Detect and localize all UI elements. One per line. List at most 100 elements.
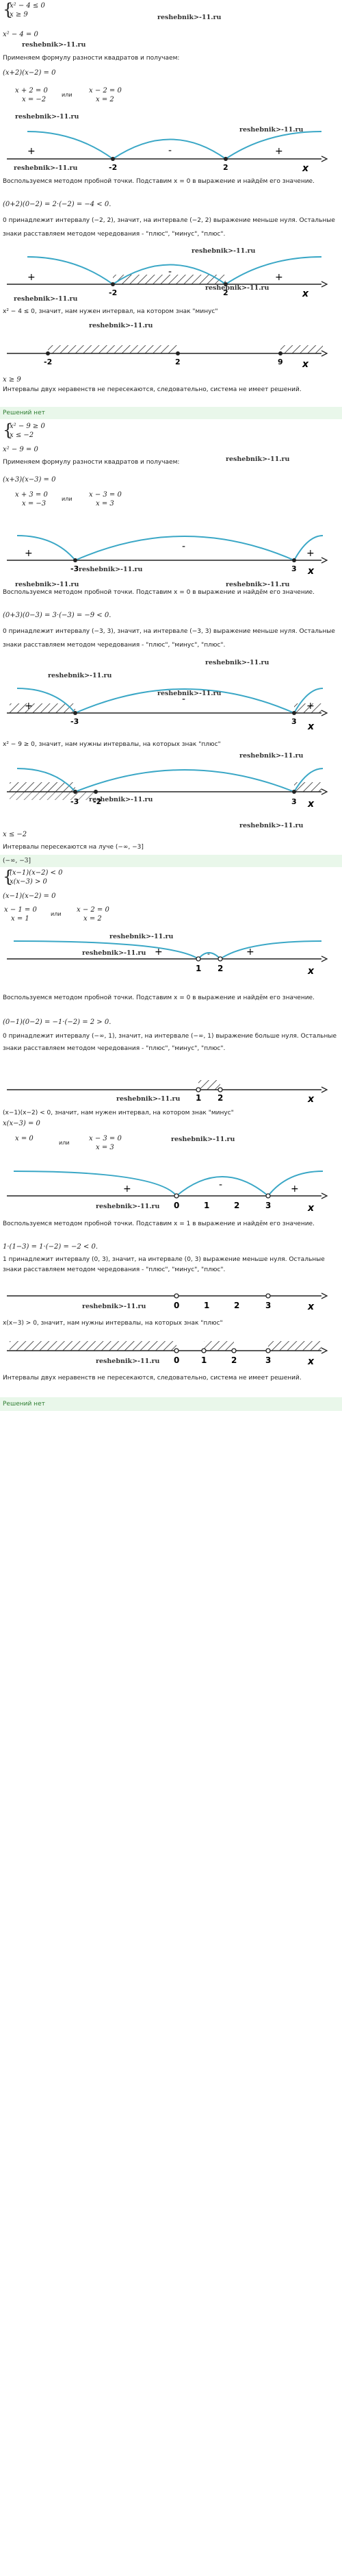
tick-label: -2 — [93, 797, 101, 806]
equation: x² − 9 = 0 — [3, 446, 38, 453]
sign-label: - — [182, 694, 185, 705]
text-line: x² − 4 ≤ 0, значит, нам нужен интервал, … — [3, 308, 218, 315]
text-line: (x−1)(x−2) < 0, значит, нам нужен интерв… — [3, 1110, 234, 1116]
number-line-2: + - + -2 2 x reshebnik>-11.ru reshebnik>… — [0, 243, 342, 301]
paragraph: Воспользуемся методом пробной точки. Под… — [3, 589, 315, 596]
or-label: или — [51, 911, 62, 917]
axis-label: x — [307, 566, 315, 575]
watermark: reshebnik>-11.ru — [22, 41, 86, 49]
axis-label: x — [302, 359, 309, 370]
tick-label: 2 — [218, 1093, 223, 1103]
sign-label: + — [123, 1184, 131, 1195]
system-1: { x² − 4 ≤ 0 x ≥ 9 — [3, 1, 45, 19]
watermark: reshebnik>-11.ru — [205, 659, 269, 666]
tick-label: 0 — [174, 1355, 179, 1365]
answer-box: Решений нет — [0, 407, 342, 419]
tick-label: 3 — [265, 1201, 271, 1210]
watermark: reshebnik>-11.ru — [89, 796, 153, 803]
number-line-1: + - + -2 2 x reshebnik>-11.ru reshebnik>… — [0, 123, 342, 175]
axis-label: x — [307, 1094, 315, 1103]
tick-label: 1 — [201, 1355, 207, 1365]
solution-a: x + 3 = 0 x = −3 — [15, 490, 48, 508]
number-line-10: 0 1 2 3 x reshebnik>-11.ru — [0, 1281, 342, 1312]
solution-line: x − 3 = 0 — [89, 491, 122, 499]
system-row: x ≤ −2 — [10, 432, 34, 439]
paragraph: 0 принадлежит интервалу (−2, 2), значит,… — [3, 217, 335, 238]
watermark: reshebnik>-11.ru — [48, 672, 112, 679]
number-line-svg: -2 2 9 x — [7, 345, 328, 370]
tick-label: 3 — [291, 797, 297, 806]
axis-label: x — [302, 288, 309, 299]
watermark: reshebnik>-11.ru — [79, 566, 143, 573]
tick-label: -2 — [109, 288, 117, 297]
or-label: или — [62, 92, 73, 98]
number-line-svg: + - + 0 1 2 3 x reshebnik>-11.ru — [7, 1171, 328, 1212]
paragraph: 0 принадлежит интервалу (−3, 3), значит,… — [3, 628, 335, 649]
solution-line: x − 3 = 0 — [89, 1135, 122, 1142]
number-line-svg: 1 2 x reshebnik>-11.ru — [7, 1080, 328, 1103]
watermark: reshebnik>-11.ru — [239, 752, 304, 760]
sign-label: + — [275, 146, 283, 157]
tick-label: 2 — [223, 163, 228, 172]
paragraph: Интервалы двух неравенств не пересекаютс… — [3, 1375, 302, 1381]
watermark: reshebnik>-11.ru — [205, 284, 269, 292]
tick-label: -3 — [70, 564, 79, 573]
system-row: (x−1)(x−2) < 0 — [10, 869, 63, 877]
sign-label: + — [25, 701, 33, 712]
solution-b: x − 3 = 0 x = 3 — [89, 490, 122, 508]
tick-label: 2 — [223, 288, 228, 297]
brace: { — [3, 421, 14, 440]
watermark: reshebnik>-11.ru — [89, 322, 153, 329]
watermark: reshebnik>-11.ru — [239, 822, 304, 829]
system-row: x(x−3) > 0 — [10, 878, 47, 886]
brace: { — [3, 0, 14, 19]
watermark: reshebnik>-11.ru — [116, 1095, 181, 1103]
tick-label: 1 — [204, 1301, 209, 1310]
number-line-svg: 0 1 2 3 x reshebnik>-11.ru — [7, 1292, 328, 1312]
axis-label: x — [307, 966, 315, 977]
answer-text: (−∞, −3] — [3, 858, 31, 864]
inequality: x ≥ 9 — [3, 376, 21, 384]
watermark: reshebnik>-11.ru — [82, 949, 146, 957]
paragraph: 1 принадлежит интервалу (0, 3), значит, … — [3, 1256, 325, 1273]
answer-box: (−∞, −3] — [0, 855, 342, 867]
solution-line: x − 1 = 0 — [4, 906, 37, 914]
sign-label: - — [219, 1179, 222, 1190]
equation: (0+3)(0−3) = 3·(−3) = −9 < 0. — [3, 612, 111, 619]
equation: x(x−3) = 0 — [3, 1120, 40, 1127]
number-line-9: + - + 0 1 2 3 x reshebnik>-11.ru — [0, 1158, 342, 1212]
sign-label: + — [27, 146, 36, 157]
sign-label: - — [168, 266, 172, 277]
equation: (0+2)(0−2) = 2·(−2) = −4 < 0. — [3, 201, 111, 208]
tick-label: -2 — [109, 163, 117, 172]
solution-line: x − 2 = 0 — [77, 906, 109, 914]
tick-label: 1 — [196, 964, 201, 973]
tick-label: 2 — [231, 1355, 237, 1365]
equation: (x−1)(x−2) = 0 — [3, 892, 56, 900]
text-line: Применяем формулу разности квадратов и п… — [3, 459, 180, 466]
sign-label: + — [306, 701, 315, 712]
inequality: x ≤ −2 — [3, 831, 27, 838]
text-line: Интервалы пересекаются на луче (−∞, −3] — [3, 844, 144, 851]
paragraph: Воспользуемся методом пробной точки. Под… — [3, 178, 315, 185]
watermark: reshebnik>-11.ru — [157, 14, 222, 21]
watermark: reshebnik>-11.ru — [109, 933, 174, 940]
watermark: reshebnik>-11.ru — [14, 295, 78, 301]
sign-label: + — [291, 1184, 299, 1195]
axis-label: x — [307, 1356, 315, 1366]
watermark: reshebnik>-11.ru — [226, 581, 290, 588]
axis-label: x — [307, 721, 315, 732]
axis-label: x — [307, 1203, 315, 1212]
number-line-svg: + - + -2 2 x reshebnik>-11.ru reshebnik>… — [7, 247, 328, 301]
number-line-svg: -3 -2 3 x reshebnik>-11.ru — [7, 768, 328, 810]
solution-a: x + 2 = 0 x = −2 — [15, 86, 48, 104]
watermark: reshebnik>-11.ru — [157, 690, 222, 697]
number-line-svg: 0 1 2 3 x reshebnik>-11.ru — [7, 1341, 328, 1366]
tick-label: 3 — [291, 564, 297, 573]
system-2: { x² − 9 ≥ 0 x ≤ −2 — [3, 422, 45, 440]
watermark: reshebnik>-11.ru — [14, 164, 78, 172]
number-line-svg: + - + -2 2 x reshebnik>-11.ru reshebnik>… — [7, 126, 328, 174]
sign-label: + — [306, 548, 315, 559]
solution-b: x − 2 = 0 x = 2 — [77, 905, 109, 923]
tick-label: 0 — [174, 1301, 179, 1310]
